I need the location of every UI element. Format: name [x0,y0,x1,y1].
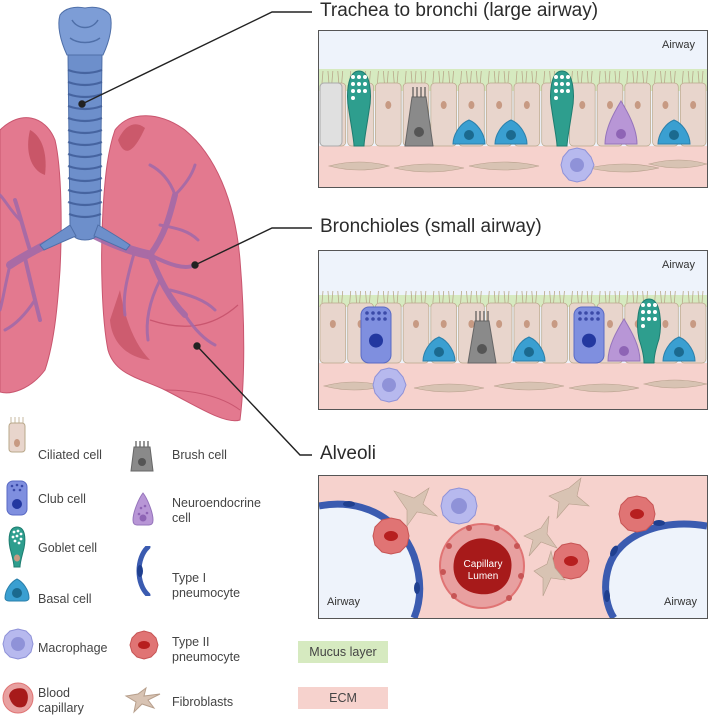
blood-capillary-icon [2,682,34,714]
type1-pneumocyte-icon [136,546,151,596]
legend: Ciliated cell Club cell Goblet cell Basa… [0,410,420,719]
ciliated-cell [679,82,707,147]
ciliated-cell [375,82,402,147]
macrophage [560,147,595,183]
leader-bronchioles [194,227,312,266]
alveoli-left-airway-label: Airway [327,596,361,608]
legend-goblet: Goblet cell [38,541,98,555]
legend-type1: Type I pneumocyte [172,571,241,600]
ciliated-cell [402,302,430,364]
legend-macrophage: Macrophage [38,641,108,655]
right-alveolus [605,524,707,618]
alveoli-right-airway-label: Airway [663,596,697,608]
club-cell-icon [6,480,28,516]
mucus-layer-swatch: Mucus layer [298,641,388,663]
larynx [58,6,112,56]
ciliated-cell [430,82,457,147]
capillary-lumen [453,538,512,595]
ciliated-cell [319,302,347,364]
neuroendocrine-cell [604,100,638,145]
section-title-alveoli: Alveoli [320,443,376,464]
legend-neuroendocrine: Neuroendocrine cell [172,496,261,525]
section-title-large-airway: Trachea to bronchi (large airway) [320,0,599,21]
ciliated-cell-icon [8,417,26,453]
fibroblast-icon [124,686,161,714]
legend-ciliated: Ciliated cell [38,448,102,462]
section-title-small-airway: Bronchioles (small airway) [320,216,542,237]
large-airway-label: Airway [661,39,695,51]
legend-fibroblasts: Fibroblasts [172,695,234,709]
ecm-swatch: ECM [298,687,388,709]
macrophage-icon [2,628,34,660]
type2-pneumocyte-icon [129,630,159,660]
trachea [39,6,131,251]
goblet-cell-icon [8,526,26,568]
basal-cell-icon [4,578,30,602]
legend-type2: Type II pneumocyte [172,635,241,664]
large-airway-panel: Airway [318,30,708,188]
small-airway-panel: Airway [318,250,708,410]
legend-basal: Basal cell [38,592,92,606]
lung-illustration [0,6,245,422]
leader-trachea [81,11,312,105]
legend-brush: Brush cell [172,448,227,462]
small-airway-label: Airway [661,259,695,271]
leader-alveoli [196,345,312,456]
alveoli-panel: Airway Airway Capillary Lumen [318,475,708,619]
goblet-cell [637,298,661,364]
neuroendocrine-cell-icon [132,492,154,526]
brush-cell-icon [130,441,154,472]
capillary-lumen-label: Capillary Lumen [463,559,503,582]
legend-club: Club cell [38,492,86,506]
neuroendocrine-cell [607,318,641,362]
legend-blood-capillary: Blood capillary [38,686,84,715]
ciliated-cell [541,302,568,364]
